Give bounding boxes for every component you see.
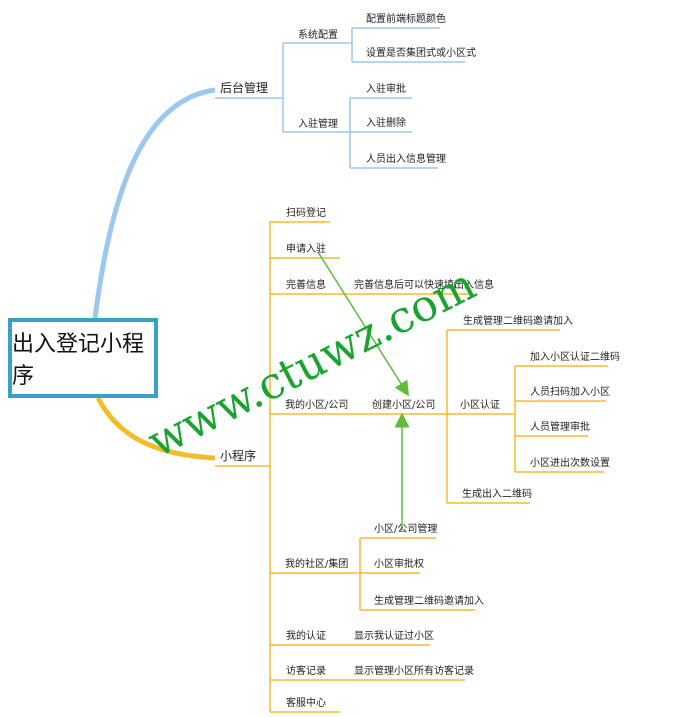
gen-admin-qr-label: 生成管理二维码邀请加入 (463, 314, 573, 327)
community-auth-label: 小区认证 (460, 398, 500, 411)
complete-info-label: 完善信息 (286, 278, 326, 291)
gen-inout-qr-label: 生成出入二维码 (462, 487, 532, 500)
service-center-label: 客服中心 (286, 696, 326, 709)
community-auth-item: 加入小区认证二维码 (530, 350, 620, 363)
entry-management-item: 入驻审批 (366, 82, 406, 95)
community-auth-item: 人员管理审批 (530, 420, 590, 433)
system-config-item: 配置前端标题颜色 (366, 12, 446, 25)
apply-entry-label: 申请入驻 (286, 242, 326, 255)
arrow-apply-to-create (317, 251, 409, 397)
miniapp-branch-curve (95, 396, 216, 461)
create-community-label: 创建小区/公司 (372, 398, 435, 411)
visitor-records-label: 访客记录 (286, 664, 326, 677)
system-config-item: 设置是否集团式或小区式 (366, 46, 476, 59)
backend-connectors (215, 27, 465, 169)
complete-info-note: 完善信息后可以快速填出入信息 (354, 278, 494, 291)
root-node: 出入登记小程序 (8, 318, 158, 398)
community-auth-item: 小区进出次数设置 (530, 456, 610, 469)
backend-branch-curve (92, 87, 216, 319)
my-group-item: 小区/公司管理 (374, 522, 437, 535)
miniapp-label: 小程序 (220, 448, 256, 463)
miniapp-connectors (215, 221, 608, 713)
my-community-label: 我的小区/公司 (285, 398, 348, 411)
my-auth-label: 我的认证 (286, 629, 326, 642)
community-auth-item: 人员扫码加入小区 (530, 385, 610, 398)
entry-management-item: 入驻删除 (366, 116, 406, 129)
root-label: 出入登记小程序 (12, 332, 145, 389)
my-group-item: 小区审批权 (374, 557, 424, 570)
system-config-label: 系统配置 (298, 28, 338, 41)
my-group-label: 我的社区/集团 (285, 557, 348, 570)
scan-register-label: 扫码登记 (286, 206, 326, 219)
my-auth-note: 显示我认证过小区 (354, 629, 434, 642)
my-group-item: 生成管理二维码邀请加入 (374, 594, 484, 607)
entry-management-item: 人员出入信息管理 (366, 152, 446, 165)
backend-label: 后台管理 (220, 80, 268, 95)
entry-management-label: 入驻管理 (298, 117, 338, 130)
visitor-records-note: 显示管理小区所有访客记录 (354, 664, 474, 677)
